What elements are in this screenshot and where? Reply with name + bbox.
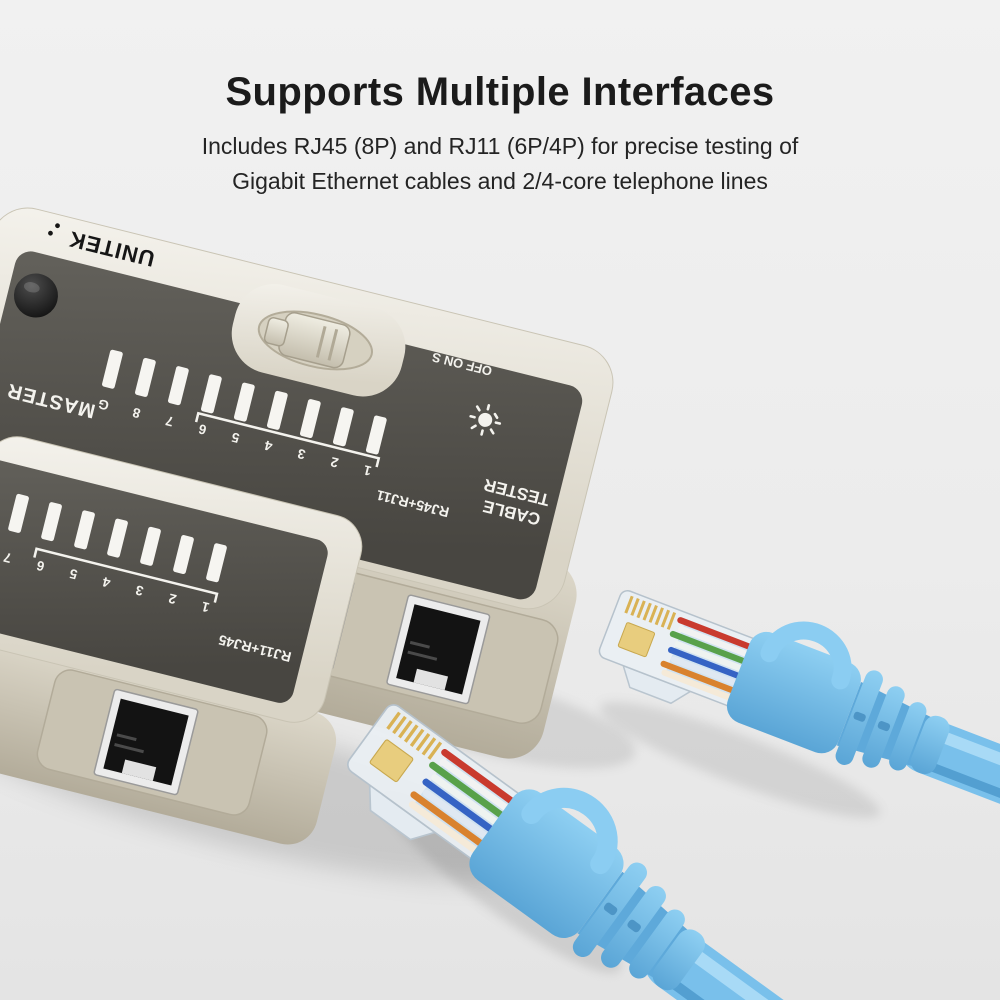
connector-wires	[660, 617, 759, 703]
subtitle-line2: Gigabit Ethernet cables and 2/4-core tel…	[232, 167, 768, 194]
pin-bracket	[194, 411, 381, 468]
boot-fin	[889, 702, 927, 771]
connector-pins	[386, 711, 443, 760]
boot-notch	[627, 919, 641, 933]
master-led-label-8: 8	[131, 405, 142, 421]
remote-led-label-3: 3	[134, 582, 145, 598]
cable-shade	[919, 759, 1000, 814]
cable-tester-remote-unit: 7 6 5 4 3 2 1 RJ11+RJ45	[0, 436, 363, 845]
header: Supports Multiple Interfaces Includes RJ…	[0, 70, 1000, 198]
remote-led-label-4: 4	[101, 574, 112, 590]
pin-bracket	[33, 547, 219, 603]
switch-slider-ridges	[315, 326, 339, 361]
led-slot	[206, 543, 227, 583]
master-led-label-7: 7	[164, 413, 175, 429]
led-slot	[200, 374, 222, 414]
boot-loop	[521, 787, 618, 875]
boot-fin	[629, 909, 685, 979]
connector-gold-contact	[617, 622, 656, 658]
remote-led-label-2: 2	[167, 591, 178, 607]
sun-icon	[469, 404, 502, 436]
remote-led-label-1: 1	[200, 599, 211, 615]
led-slot	[365, 415, 387, 455]
led-slot	[102, 349, 123, 389]
master-led-row: G 8 7 6 5 4 3 2 1	[97, 349, 387, 479]
cable-shade	[661, 973, 786, 1000]
switch-slider-tab	[263, 317, 289, 347]
cable-boot	[726, 621, 950, 775]
led-slot	[135, 357, 156, 397]
led-slot	[140, 526, 161, 566]
boot-base	[726, 631, 861, 754]
boot-collar	[910, 715, 950, 775]
subtitle-line1: Includes RJ45 (8P) and RJ11 (6P/4P) for …	[201, 133, 799, 159]
power-switch	[231, 284, 406, 397]
led-slot	[233, 382, 255, 422]
brand-dots	[55, 223, 60, 229]
led-slot	[8, 493, 29, 533]
cable-highlight	[929, 728, 1000, 786]
cable-right-shadow	[599, 701, 881, 819]
boot-notch	[603, 902, 618, 916]
headline: Supports Multiple Interfaces	[225, 70, 775, 114]
led-slot	[332, 407, 354, 447]
connector-gold-contact	[369, 739, 414, 783]
boot-loop	[760, 621, 852, 690]
connector-pins	[624, 595, 677, 630]
remote-led-label-5: 5	[68, 566, 79, 582]
rj45-connector	[598, 589, 767, 710]
led-slot	[107, 518, 128, 558]
cable-body	[643, 928, 824, 1000]
master-led-label-g: G	[97, 396, 111, 413]
led-slot	[173, 535, 194, 575]
led-slot	[41, 502, 62, 542]
brand-dots	[48, 230, 53, 236]
remote-led-label-6: 6	[35, 557, 46, 573]
rj45-port-right	[386, 594, 491, 705]
master-led-label-5: 5	[230, 429, 241, 445]
ethernet-cable-left	[347, 704, 824, 1000]
subtitle: Includes RJ45 (8P) and RJ11 (6P/4P) for …	[0, 129, 1000, 198]
knob	[13, 273, 58, 318]
boot-notch	[853, 711, 866, 722]
boot-collar	[652, 929, 705, 991]
master-led-label-1: 1	[362, 462, 373, 478]
master-led-label-2: 2	[329, 454, 340, 470]
master-led-label-3: 3	[296, 446, 307, 462]
cable-boot	[469, 787, 705, 991]
cable-highlight	[680, 942, 809, 1000]
master-led-label-4: 4	[263, 437, 274, 453]
ethernet-cable-right	[598, 589, 1000, 821]
remote-led-label-7: 7	[2, 549, 13, 565]
knob-highlight	[23, 282, 40, 293]
cable-body	[898, 717, 1000, 821]
remote-led-row: 7 6 5 4 3 2 1	[2, 493, 227, 615]
rj11-port	[93, 688, 199, 796]
master-led-label-6: 6	[197, 421, 208, 437]
led-slot	[266, 390, 288, 430]
boot-base	[469, 789, 624, 939]
connector-wires	[408, 748, 521, 859]
led-slot	[168, 366, 189, 406]
led-slot	[74, 510, 95, 550]
led-slot	[299, 399, 321, 439]
rj45-connector	[347, 704, 531, 867]
boot-notch	[877, 721, 891, 732]
